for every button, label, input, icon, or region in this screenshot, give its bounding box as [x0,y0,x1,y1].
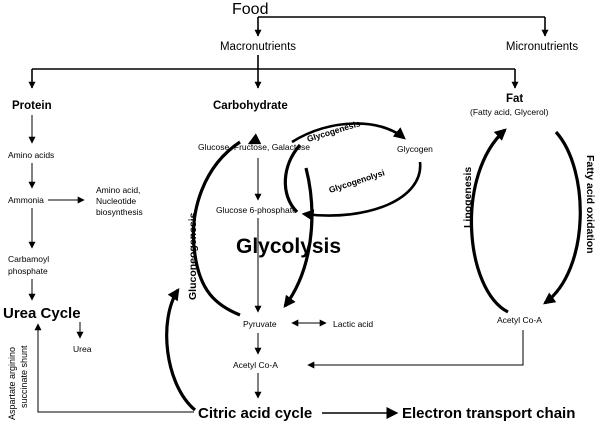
sugars-label: Glucose, Fructose, Galactose [198,142,310,152]
biosynthesis-label-2: Nucleotide [96,196,136,206]
micronutrients-label: Micronutrients [506,41,578,53]
shunt-label-2: succinate shunt [19,345,29,408]
carbohydrate-label: Carbohydrate [213,100,288,112]
carb-acetyl-coa-label: Acetyl Co-A [233,360,278,370]
protein-label: Protein [12,100,52,112]
shunt-label-1: Aspartate arginino [7,347,17,420]
fatty-acid-oxidation-label: Fatty acid oxidation [584,155,596,254]
energy-pathway: Citric acid cycle Electron transport cha… [198,405,575,422]
amino-acids-label: Amino acids [8,150,54,160]
glycogenesis-label: Glycogenesis [306,118,362,144]
glycogen-label: Glycogen [397,144,433,154]
pyruvate-label: Pyruvate [243,319,277,329]
lipogenesis-label: Lipogenesis [462,167,474,228]
carbamoyl-label-2: phosphate [8,266,48,276]
fat-pathway: Fat (Fatty acid, Glycerol) Lipogenesis F… [307,93,596,369]
biosynthesis-label-1: Amino acid, [96,185,140,195]
biosynthesis-label-3: biosynthesis [96,207,143,217]
fat-acetyl-coa-label: Acetyl Co-A [497,315,542,325]
citric-acid-cycle-label: Citric acid cycle [198,405,312,422]
carbamoyl-label-1: Carbamoyl [8,254,49,264]
fat-subtitle: (Fatty acid, Glycerol) [470,107,549,117]
urea-label: Urea [73,344,92,354]
glucose6p-label: Glucose 6-phosphate [216,205,297,215]
glycolysis-label: Glycolysis [236,235,341,258]
gluconeogenesis-label: Gluconeogenesis [187,212,199,300]
protein-pathway: Protein Amino acids Ammonia Amino acid, … [3,100,194,420]
lactic-acid-label: Lactic acid [333,319,373,329]
food-label: Food [232,1,268,18]
urea-cycle-label: Urea Cycle [3,305,81,322]
ammonia-label: Ammonia [8,195,44,205]
electron-transport-chain-label: Electron transport chain [402,405,575,422]
fat-label: Fat [506,93,523,105]
carbohydrate-pathway: Carbohydrate Glucose, Fructose, Galactos… [165,100,433,412]
food-tree-connectors [28,16,549,89]
macronutrients-label: Macronutrients [220,41,296,53]
glycogenolysis-label: Glycogenolysi [328,167,386,194]
